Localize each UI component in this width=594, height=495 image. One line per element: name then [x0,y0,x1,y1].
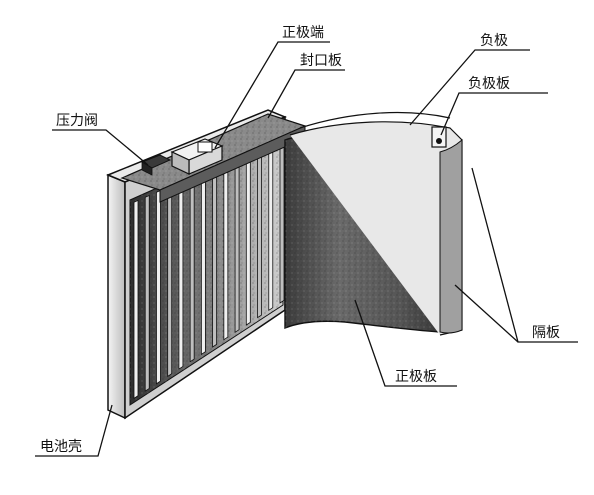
separator-sheet [289,111,463,336]
label-positive-terminal: 正极端 [282,25,324,41]
labels: 正极端 封口板 负极 负极板 压力阀 隔板 正极板 电池壳 [40,25,560,455]
plate-stripe [167,184,173,378]
label-pressure-valve: 压力阀 [56,113,98,129]
label-sealing-plate: 封口板 [300,53,342,69]
plate-stripe [257,144,262,319]
plate-stripes [133,134,285,400]
plate-stripe [245,149,251,326]
plate-stripe [178,179,184,370]
label-battery-case: 电池壳 [40,438,82,455]
plate-stripe [133,199,139,400]
pressure-valve [140,154,172,176]
plate-stripe [156,189,161,385]
label-negative-plate: 负极板 [468,76,510,92]
leader-lines [35,41,578,457]
label-negative-electrode: 负极 [480,33,508,49]
label-positive-plate: 正极板 [395,369,437,385]
label-separator: 隔板 [532,325,560,341]
plate-stripe [200,169,206,356]
plate-stripe [268,139,274,312]
negative-tab [431,126,447,148]
positive-terminal [170,138,224,175]
plate-stripe [279,134,285,304]
plate-stripe [144,194,150,392]
plate-stripe [212,164,218,348]
plate-stripe [223,159,229,341]
plate-stripe [189,174,195,363]
plate-stack [129,131,285,406]
plate-stripe [234,154,240,334]
